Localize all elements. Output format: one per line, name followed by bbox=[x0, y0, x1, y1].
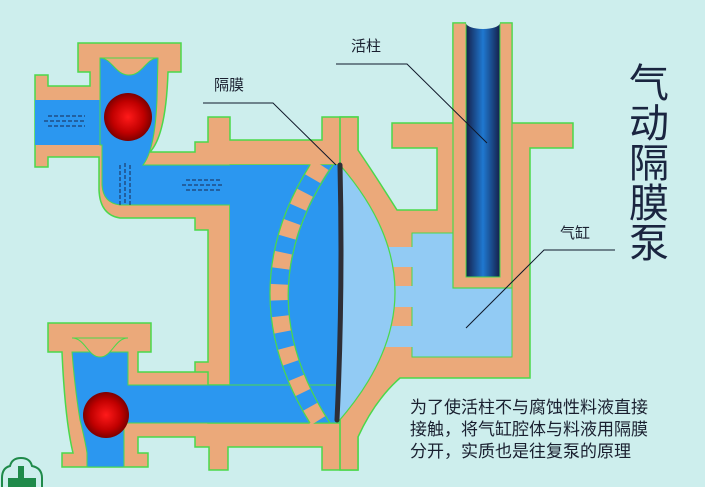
piston-leader-line bbox=[336, 63, 488, 144]
description: 为了使活柱不与腐蚀性料液直接 接触，将气缸腔体与料液用隔膜 分开，实质也是往复泵… bbox=[410, 397, 648, 463]
air-dome bbox=[337, 163, 396, 424]
lower-valve-liquid bbox=[71, 351, 341, 468]
lower-check-ball bbox=[83, 392, 129, 438]
inlet-pipe-liquid bbox=[35, 100, 102, 145]
flow-arrows-inlet-icon bbox=[44, 115, 85, 127]
diaphragm-label: 隔膜 bbox=[214, 76, 245, 94]
diagram-title: 气动隔膜泵 bbox=[622, 62, 668, 262]
flow-arrows-outlet-icon bbox=[182, 179, 222, 191]
description-line: 接触，将气缸腔体与料液用隔膜 bbox=[410, 420, 648, 440]
diaphragm bbox=[334, 162, 344, 423]
school-logo-icon bbox=[0, 456, 43, 487]
description-line: 分开，实质也是往复泵的原理 bbox=[410, 442, 631, 462]
cylinder-label: 气缸 bbox=[560, 224, 591, 242]
air-port bbox=[385, 326, 413, 347]
diaphragm-leader-line bbox=[203, 102, 337, 166]
flow-arrows-vertical-icon bbox=[119, 163, 131, 205]
upper-valve-seat bbox=[99, 57, 159, 76]
cylinder-leader-line bbox=[465, 249, 615, 329]
lower-valve-seat bbox=[71, 337, 129, 358]
upper-check-ball bbox=[104, 93, 152, 141]
description-line: 为了使活柱不与腐蚀性料液直接 bbox=[410, 398, 648, 418]
piston-label: 活柱 bbox=[351, 37, 382, 55]
perforated-plate bbox=[269, 160, 329, 428]
piston bbox=[465, 22, 501, 278]
